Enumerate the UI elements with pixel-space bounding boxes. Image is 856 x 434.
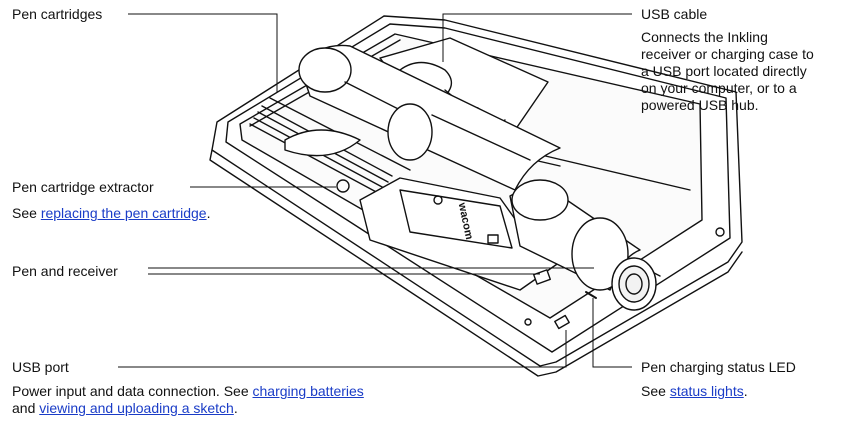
leader-usb-port — [118, 330, 567, 368]
desc-usb-port: Power input and data connection. See cha… — [12, 383, 432, 417]
leader-led — [592, 298, 632, 368]
desc-extractor: See replacing the pen cartridge. — [12, 205, 210, 222]
storage-icon — [487, 234, 499, 244]
label-pen-receiver: Pen and receiver — [12, 263, 118, 279]
desc-usb-cable-line: on your computer, or to a — [641, 80, 797, 96]
leader-pen-cartridges — [128, 13, 278, 92]
desc-usb-port-after: . — [233, 400, 238, 416]
case-rim — [225, 23, 731, 353]
link-charging-batteries[interactable]: charging batteries — [252, 383, 364, 399]
extractor-circle — [336, 179, 350, 193]
link-replacing-pen-cartridge[interactable]: replacing the pen cartridge — [40, 205, 207, 221]
desc-led-after: . — [743, 383, 748, 399]
desc-led: See status lights. — [641, 383, 748, 400]
label-led: Pen charging status LED — [641, 359, 796, 375]
desc-usb-port-text1: Power input and data connection. See — [12, 383, 253, 399]
leader-usb-cable — [442, 13, 632, 62]
desc-usb-port-text2: and — [12, 400, 40, 416]
desc-extractor-after: . — [206, 205, 211, 221]
label-usb-port: USB port — [12, 359, 69, 375]
desc-usb-cable-line: Connects the Inkling — [641, 29, 768, 45]
cartridge-extractor-tab — [284, 129, 361, 157]
status-led — [585, 291, 597, 299]
desc-usb-port-line2: and viewing and uploading a sketch. — [12, 400, 432, 417]
receiver-clip — [399, 189, 513, 249]
label-extractor: Pen cartridge extractor — [12, 179, 154, 195]
link-viewing-uploading-sketch[interactable]: viewing and uploading a sketch — [39, 400, 234, 416]
desc-usb-cable-line: powered USB hub. — [641, 97, 759, 113]
power-icon — [433, 195, 443, 205]
link-status-lights[interactable]: status lights — [669, 383, 744, 399]
desc-extractor-see: See — [12, 205, 41, 221]
usb-port-slot — [554, 314, 570, 330]
label-pen-cartridges: Pen cartridges — [12, 6, 103, 22]
label-usb-cable: USB cable — [641, 6, 708, 22]
desc-led-see: See — [641, 383, 670, 399]
desc-usb-cable-line: a USB port located directly — [641, 63, 807, 79]
desc-usb-cable: Connects the Inkling receiver or chargin… — [641, 29, 846, 114]
desc-usb-port-line1: Power input and data connection. See cha… — [12, 383, 432, 400]
receiver-button — [533, 269, 551, 285]
desc-usb-cable-line: receiver or charging case to — [641, 46, 814, 62]
